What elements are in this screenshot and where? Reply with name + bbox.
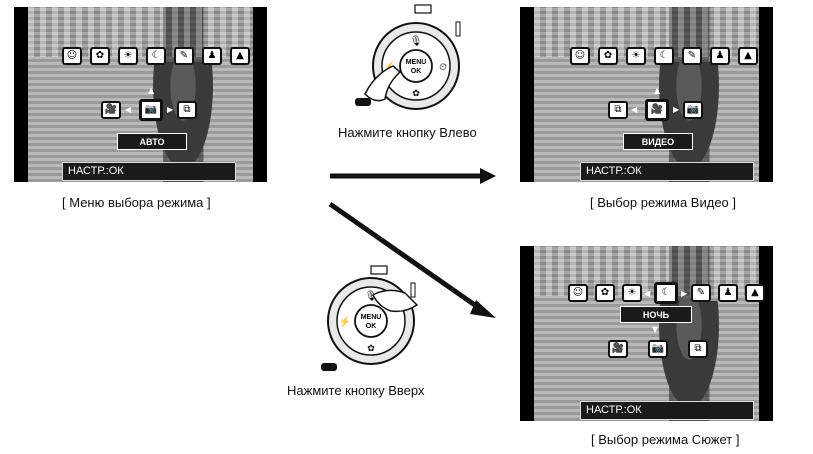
self-portrait-icon: ♟	[710, 47, 730, 65]
landscape-icon: ▲	[230, 47, 250, 65]
mic-icon: 🎙	[410, 35, 423, 47]
camera-icon: 📷	[683, 101, 703, 119]
scene-background	[534, 246, 759, 421]
menu-ok-label: MENU	[406, 59, 427, 66]
camera-icon: 📷	[648, 340, 668, 358]
night-icon: ☾	[146, 47, 166, 65]
video-mode-caption: [ Выбор режима Видео ]	[590, 195, 737, 210]
control-dial-up-press: MENU OK 🎙 ⚡ ✿	[321, 265, 419, 371]
timer-icon: ⏲	[439, 62, 447, 73]
status-bar: НАСТР.:ОК	[580, 162, 754, 181]
scene-mode-caption: [ Выбор режима Сюжет ]	[591, 432, 740, 447]
left-arrow-icon: ◀	[631, 105, 638, 114]
down-arrow-icon: ▼	[652, 325, 659, 334]
right-arrow-icon: ▶	[673, 105, 680, 114]
macro-scene-icon: ✿	[595, 284, 615, 302]
movie-icon: 🎥	[101, 101, 121, 119]
play-pause-button-icon	[321, 363, 337, 371]
up-arrow-icon: ▲	[148, 86, 155, 95]
macro-icon: ✿	[412, 88, 420, 98]
up-arrow-icon: ▲	[654, 86, 661, 95]
instruction-up: Нажмите кнопку Вверх	[287, 383, 425, 398]
menu-ok-label-ok: OK	[366, 323, 377, 330]
landscape-icon: ▲	[738, 47, 758, 65]
night-icon: ☾	[654, 282, 678, 304]
pressing-hand-icon	[372, 289, 419, 313]
macro-icon: ✿	[367, 343, 375, 353]
status-bar: НАСТР.:ОК	[580, 401, 754, 420]
flash-icon: ⚡	[339, 315, 351, 328]
pressing-hand-icon	[364, 65, 402, 102]
menu-ok-label-ok: OK	[411, 68, 422, 75]
movie-icon: 🎥	[608, 340, 628, 358]
selected-mode-label: АВТО	[117, 133, 187, 150]
scene-camera-icon: ⧉	[688, 340, 708, 358]
landscape-icon: ▲	[745, 284, 765, 302]
camera-icon: 📷	[139, 99, 163, 121]
status-bar: НАСТР.:ОК	[62, 162, 236, 181]
text-icon: ✎	[691, 284, 711, 302]
self-portrait-icon: ♟	[202, 47, 222, 65]
night-icon: ☾	[654, 47, 674, 65]
self-portrait-icon: ♟	[718, 284, 738, 302]
scene-camera-icon: ⧉	[177, 101, 197, 119]
mode-switch-icon	[410, 282, 416, 298]
mic-icon: 🎙	[365, 290, 378, 302]
arrow-to-scene-head	[470, 300, 496, 318]
play-pause-button-icon	[355, 98, 371, 106]
menu-ok-label: MENU	[361, 314, 382, 321]
right-arrow-icon: ▶	[167, 105, 174, 114]
left-arrow-icon: ◀	[125, 105, 132, 114]
selected-mode-label: НОЧЬ	[620, 306, 692, 323]
text-icon: ✎	[174, 47, 194, 65]
scene-camera-icon: ⧉	[608, 101, 628, 119]
movie-icon: 🎥	[645, 99, 669, 121]
left-arrow-icon: ◀	[644, 289, 651, 298]
text-icon: ✎	[682, 47, 702, 65]
voice-memo-icon	[414, 4, 432, 14]
mode-menu-caption: [ Меню выбора режима ]	[62, 195, 211, 210]
backlight-icon: ☀	[626, 47, 646, 65]
voice-memo-icon	[370, 265, 388, 275]
right-arrow-icon: ▶	[681, 289, 688, 298]
mode-switch-icon	[455, 21, 461, 37]
backlight-icon: ☀	[622, 284, 642, 302]
scene-background	[28, 7, 253, 182]
macro-scene-icon: ✿	[90, 47, 110, 65]
arrow-to-video-head	[480, 168, 496, 184]
portrait-icon: ☺	[570, 47, 590, 65]
selected-mode-label: ВИДЕО	[623, 133, 693, 150]
scene-mode-screen: ☺ ✿ ☀ ◀ ☾ ▶ ✎ ♟ ▲ НОЧЬ ▼ 🎥 📷 ⧉ НАСТР.:ОК	[520, 246, 773, 421]
backlight-icon: ☀	[118, 47, 138, 65]
control-dial-left-press: MENU OK 🎙 ⏲ ✿ ⚡	[355, 4, 461, 110]
portrait-icon: ☺	[62, 47, 82, 65]
instruction-left: Нажмите кнопку Влево	[338, 125, 477, 140]
video-mode-screen: ☺ ✿ ☀ ☾ ✎ ♟ ▲ ▲ ⧉ ◀ 🎥 ▶ 📷 ВИДЕО НАСТР.:О…	[520, 7, 773, 182]
mode-menu-screen: ☺ ✿ ☀ ☾ ✎ ♟ ▲ ▲ 🎥 ◀ 📷 ▶ ⧉ АВТО НАСТР.:ОК	[14, 7, 267, 182]
scene-background	[534, 7, 759, 182]
portrait-icon: ☺	[568, 284, 588, 302]
macro-scene-icon: ✿	[598, 47, 618, 65]
